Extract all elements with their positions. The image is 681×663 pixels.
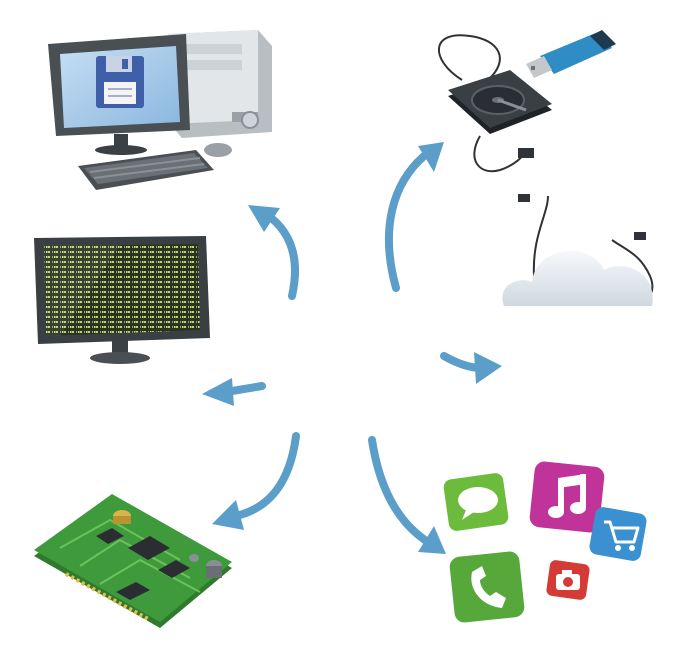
circuit-board-icon	[34, 494, 232, 628]
hard-drive-icon	[439, 35, 552, 171]
shopping-cart-app-icon	[588, 506, 648, 562]
arrow-to-storage	[389, 142, 444, 288]
message-app-icon	[443, 472, 510, 532]
desktop-computer-icon	[48, 30, 272, 190]
camera-app-icon	[546, 559, 591, 600]
phone-app-icon	[449, 551, 526, 624]
arrow-to-mobile-apps	[372, 440, 446, 554]
cloud-storage-icon	[502, 194, 652, 306]
arrow-to-cloud	[444, 352, 502, 384]
arrow-to-monitor	[202, 378, 262, 406]
arrow-to-circuit-board	[212, 436, 296, 530]
usb-stick-icon	[526, 30, 616, 78]
arrow-to-desktop	[248, 205, 295, 296]
code-monitor-icon	[34, 236, 210, 364]
